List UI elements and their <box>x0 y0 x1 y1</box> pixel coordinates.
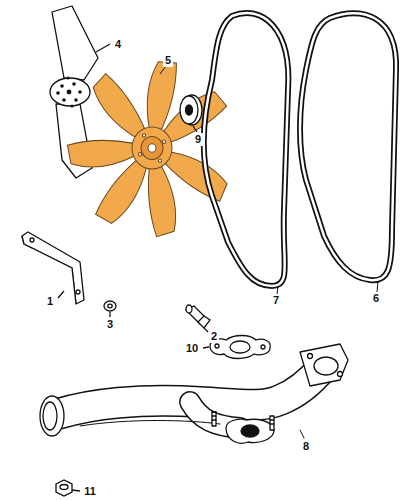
callout-number: 11 <box>82 485 98 498</box>
washer <box>104 301 116 317</box>
exhaust-manifold <box>40 344 348 443</box>
callout-number: 3 <box>105 318 115 331</box>
callout-number: 6 <box>371 292 381 305</box>
callout-number: 10 <box>184 342 200 355</box>
callout-number: 9 <box>193 133 203 146</box>
callout-number: 2 <box>209 330 219 343</box>
pipe-fitting <box>186 305 210 332</box>
callout-number: 1 <box>45 295 55 308</box>
leader-line <box>96 44 110 52</box>
callout-number: 7 <box>271 294 281 307</box>
hex-nut <box>56 480 80 496</box>
drive-belt <box>204 13 289 294</box>
callout-number: 5 <box>163 54 173 67</box>
mounting-bracket <box>22 232 84 304</box>
fan-blade <box>52 6 98 80</box>
fan-hub <box>50 78 90 106</box>
callout-number: 4 <box>113 38 123 51</box>
spacer-washer <box>180 95 202 132</box>
drive-belt <box>300 13 396 292</box>
callout-number: 8 <box>301 440 311 453</box>
